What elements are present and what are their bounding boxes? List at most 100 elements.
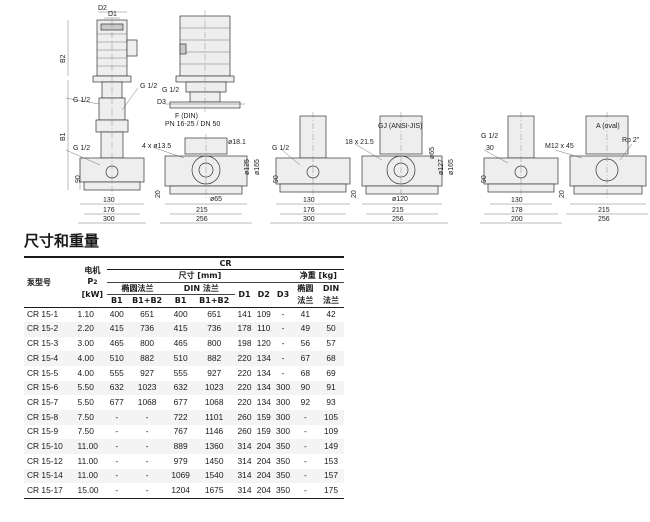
table-cell: - [126, 439, 168, 454]
cell-model: CR 15-8 [24, 409, 78, 425]
table-cell: 68 [292, 365, 319, 381]
label-176-2: 176 [303, 207, 315, 214]
header-cr: CR [107, 257, 344, 271]
table-cell: 5.50 [77, 380, 108, 396]
header-weight-din-2: 法兰 [323, 295, 339, 305]
table-cell: 109 [318, 424, 344, 440]
base-ansi-jis: GJ (ANSI-JIS) 18 x 21.5 ø65 ø127 ø165 ø1… [345, 112, 455, 224]
table-cell: 1069 [167, 468, 194, 484]
header-weight-oval-2: 法兰 [297, 295, 314, 305]
table-cell: 109 [254, 307, 274, 322]
label-130-3: 130 [511, 197, 523, 204]
table-cell: 465 [167, 336, 194, 352]
table-cell: 4.00 [77, 365, 108, 381]
label-d18-1: ø18.1 [228, 139, 246, 146]
table-cell: 204 [254, 483, 274, 499]
table-cell: 1360 [193, 439, 235, 454]
label-90-3: 90 [481, 175, 488, 183]
table-cell: 736 [193, 321, 235, 337]
header-oval-flange: 椭圆法兰 [107, 282, 168, 296]
table-cell: 93 [318, 395, 344, 410]
cell-model: CR 15-1 [24, 307, 78, 322]
table-cell: 220 [234, 365, 255, 381]
header-motor-label: 电机 [84, 265, 101, 275]
pump-side-view-3: G 1/2 30 90 130 178 200 [480, 112, 562, 224]
label-b2: B2 [60, 54, 67, 63]
header-kw: [kW] [81, 289, 104, 299]
cell-model: CR 15-5 [24, 365, 78, 381]
header-weight-din: DIN 法兰 [318, 282, 344, 307]
label-d2: D2 [98, 5, 107, 12]
table-cell: 510 [107, 351, 127, 366]
label-300-2: 300 [303, 216, 315, 223]
label-g12-4: G 1/2 [162, 87, 179, 94]
table-cell: 68 [318, 351, 344, 366]
table-cell: 204 [254, 454, 274, 469]
table-cell: 260 [234, 409, 255, 425]
table-cell: 3.00 [77, 336, 108, 352]
table-cell: 11.00 [77, 468, 108, 484]
label-d120: ø120 [392, 196, 408, 203]
header-b1b2-din: B1+B2 [199, 296, 230, 306]
table-cell: - [273, 336, 293, 352]
label-d127: ø127 [438, 159, 445, 175]
label-d1: D1 [108, 11, 117, 18]
table-cell: 159 [254, 409, 274, 425]
table-cell: 5.50 [77, 395, 108, 410]
base-din-flange: 4 x ø13.5 ø18.1 ø125 ø165 ø65 20 215 256 [142, 134, 261, 224]
label-g12-3: G 1/2 [73, 145, 90, 152]
table-cell: 1068 [126, 395, 168, 410]
table-cell: 15.00 [77, 483, 108, 499]
header-weight: 净重 [kg] [292, 269, 344, 283]
section-title: 尺寸和重量 [24, 232, 100, 250]
table-cell: 800 [126, 336, 168, 352]
table-cell: 134 [254, 395, 274, 410]
cell-model: CR 15-7 [24, 395, 78, 410]
table-cell: 149 [318, 439, 344, 454]
table-cell: 92 [292, 395, 319, 410]
table-cell: 159 [254, 424, 274, 440]
table-cell: 57 [318, 336, 344, 352]
table-cell: 204 [254, 468, 274, 484]
label-d65-1: ø65 [210, 196, 222, 203]
label-215-3: 215 [598, 207, 610, 214]
label-90-2: 90 [273, 175, 280, 183]
table-cell: 1450 [193, 454, 235, 469]
table-cell: 314 [234, 439, 255, 454]
table-cell: 677 [167, 395, 194, 410]
table-cell: 7.50 [77, 409, 108, 425]
table-cell: 767 [167, 424, 194, 440]
table-cell: 979 [167, 454, 194, 469]
header-motor: 电机 P2 [kW] [78, 257, 108, 307]
label-90-1: 90 [75, 175, 82, 183]
table-cell: 220 [234, 395, 255, 410]
table-cell: 42 [318, 307, 344, 322]
table-cell: - [126, 483, 168, 499]
table-cell: 49 [292, 321, 319, 337]
table-cell: 300 [273, 409, 293, 425]
table-cell: 677 [107, 395, 127, 410]
table-cell: 314 [234, 454, 255, 469]
table-cell: 889 [167, 439, 194, 454]
table-cell: 7.50 [77, 424, 108, 440]
label-a-oval: A (oval) [596, 123, 620, 130]
header-d3: D3 [276, 290, 290, 300]
table-cell: 300 [273, 395, 293, 410]
label-g12-6: G 1/2 [481, 133, 498, 140]
table-cell: - [126, 409, 168, 425]
table-cell: 465 [107, 336, 127, 352]
label-256-2: 256 [392, 216, 404, 223]
header-b1-oval: B1 [110, 296, 123, 306]
table-cell: - [273, 307, 293, 322]
label-200: 200 [511, 216, 523, 223]
table-cell: 1146 [193, 424, 235, 440]
label-gj: GJ (ANSI-JIS) [378, 123, 422, 130]
